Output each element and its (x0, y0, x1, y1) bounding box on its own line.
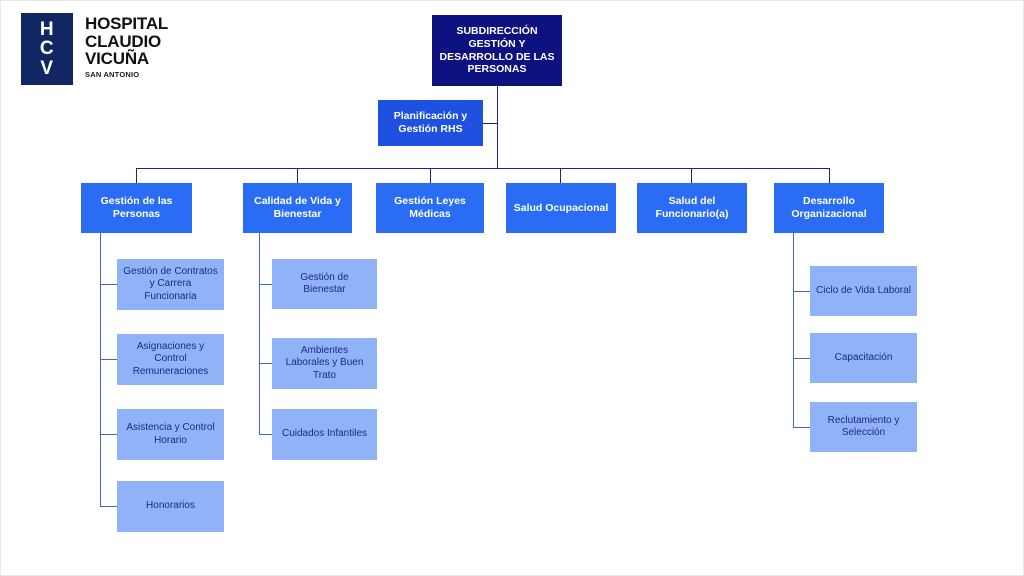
connector-drop-division-1 (136, 168, 137, 183)
node-division-salud-del-funcionario[interactable]: Salud del Funcionario(a) (637, 183, 747, 233)
logo-name-line-2: CLAUDIO (85, 31, 162, 51)
node-unit-ciclo-de-vida-laboral[interactable]: Ciclo de Vida Laboral (810, 266, 917, 316)
node-division-desarrollo-organizacional[interactable]: Desarrollo Organizacional (774, 183, 884, 233)
logo-name-line-3: VICUÑA (85, 49, 149, 68)
node-unit-capacitacion[interactable]: Capacitación (810, 333, 917, 383)
connector-drop-division-5 (691, 168, 692, 183)
logo-name-line-1: HOSPITAL (85, 14, 169, 33)
node-unit-cuidados-infantiles[interactable]: Cuidados Infantiles (272, 409, 377, 460)
logo-letter-c: C (39, 38, 55, 60)
connector-stub-gp-2 (100, 359, 117, 360)
node-unit-ambientes-laborales-buen-trato[interactable]: Ambientes Laborales y Buen Trato (272, 338, 377, 389)
connector-stub-do-2 (793, 358, 810, 359)
connector-drop-division-3 (430, 168, 431, 183)
node-unit-gestion-de-bienestar[interactable]: Gestión de Bienestar (272, 259, 377, 309)
logo-mark-hcv: H C V (21, 13, 73, 85)
node-subdireccion-root[interactable]: SUBDIRECCIÓN GESTIÓN Y DESARROLLO DE LAS… (432, 15, 562, 86)
connector-stub-do-1 (793, 291, 810, 292)
connector-staff-stub (481, 123, 498, 124)
connector-spine-calidad-vida (259, 233, 260, 434)
connector-drop-division-2 (297, 168, 298, 183)
connector-drop-division-4 (560, 168, 561, 183)
connector-spine-desarrollo-org (793, 233, 794, 427)
node-division-calidad-de-vida-y-bienestar[interactable]: Calidad de Vida y Bienestar (243, 183, 352, 233)
logo-letter-h: H (39, 18, 55, 40)
connector-spine-gestion-personas (100, 233, 101, 506)
logo-wordmark: HOSPITAL CLAUDIO VICUÑA SAN ANTONIO (85, 15, 168, 79)
connector-drop-division-6 (829, 168, 830, 183)
logo-subtitle: SAN ANTONIO (85, 69, 140, 79)
connector-division-bus (136, 168, 830, 169)
node-unit-asistencia-control-horario[interactable]: Asistencia y Control Horario (117, 409, 224, 460)
node-unit-honorarios[interactable]: Honorarios (117, 481, 224, 532)
node-division-gestion-leyes-medicas[interactable]: Gestión Leyes Médicas (376, 183, 484, 233)
connector-stub-gp-3 (100, 434, 117, 435)
connector-stub-gp-4 (100, 506, 117, 507)
node-unit-asignaciones-control-remuneraciones[interactable]: Asignaciones y Control Remuneraciones (117, 334, 224, 385)
node-unit-reclutamiento-y-seleccion[interactable]: Reclutamiento y Selección (810, 402, 917, 452)
connector-stub-cv-3 (259, 434, 272, 435)
node-unit-gestion-contratos-carrera-funcionaria[interactable]: Gestión de Contratos y Carrera Funcionar… (117, 259, 224, 310)
node-planificacion-gestion-rhs[interactable]: Planificación y Gestión RHS (378, 100, 483, 146)
connector-stub-gp-1 (100, 284, 117, 285)
node-division-salud-ocupacional[interactable]: Salud Ocupacional (506, 183, 616, 233)
connector-stub-cv-1 (259, 284, 272, 285)
hospital-logo: H C V HOSPITAL CLAUDIO VICUÑA SAN ANTONI… (21, 13, 201, 93)
connector-stub-do-3 (793, 427, 810, 428)
logo-letter-v: V (40, 57, 54, 79)
connector-root-trunk (497, 86, 498, 168)
connector-stub-cv-2 (259, 363, 272, 364)
node-division-gestion-de-las-personas[interactable]: Gestión de las Personas (81, 183, 192, 233)
